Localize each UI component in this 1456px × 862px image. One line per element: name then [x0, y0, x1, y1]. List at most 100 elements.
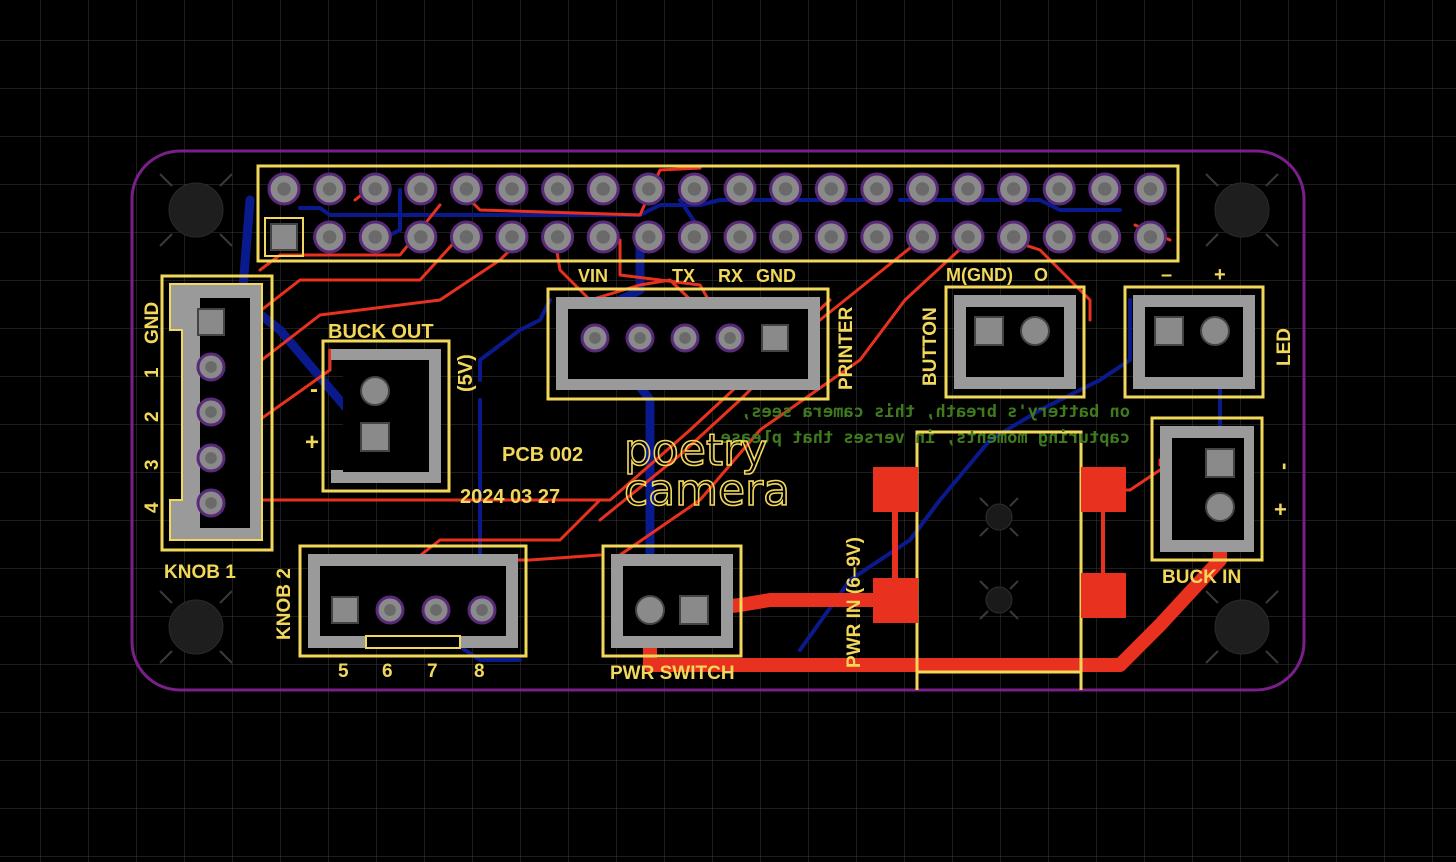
buck-in-pad-square [1205, 448, 1235, 478]
knob1-square-pad [197, 308, 225, 336]
mounting-hole-1-tick-4 [219, 233, 233, 247]
jack-hole-2 [985, 586, 1013, 614]
pwr-in-pad-3 [1081, 467, 1126, 512]
gpio-pin-top-4-hole [414, 182, 428, 196]
gpio-pin-bottom-20-hole [1143, 230, 1158, 244]
gpio-pin-bottom-15-hole [915, 230, 930, 244]
knob2-pad-3-hole [430, 604, 442, 616]
gpio-pin-top-14-hole [870, 182, 884, 196]
gpio-pin-bottom-11-hole [733, 230, 747, 244]
gpio-header-outline [256, 164, 1180, 263]
mounting-hole-2-tick-4 [1265, 233, 1279, 247]
buck-in-connector [1150, 416, 1264, 562]
gpio-pin-top-6-hole [505, 182, 519, 196]
mounting-hole-1-tick-3 [159, 233, 173, 247]
printer-pad-4-hole [724, 332, 736, 344]
knob1-pads [196, 352, 226, 518]
button-pad-round [1020, 316, 1050, 346]
mounting-hole-4-tick-1 [1205, 590, 1219, 604]
label-knob2-pin7: 7 [427, 661, 438, 682]
knob1-pad-1-hole [205, 361, 217, 373]
pwr-switch-pad-round [635, 595, 665, 625]
jack-hole-1-tick-4 [1009, 527, 1019, 537]
button-connector [944, 285, 1086, 399]
buck-out-pad-square [360, 422, 390, 452]
pwr-in-pad-1 [873, 467, 918, 512]
gpio-pin-bottom-13-hole [824, 230, 838, 244]
board-outline [130, 149, 1306, 692]
mounting-hole-1-tick-2 [219, 173, 233, 187]
label-vin: VIN [578, 266, 608, 286]
led-pad-square [1154, 316, 1184, 346]
jack-hole-1-tick-1 [979, 497, 989, 507]
pwr-switch-pad-square [679, 595, 709, 625]
gpio-pin-top-17-hole [1006, 182, 1021, 196]
gpio-pin-top-13-hole [824, 182, 838, 196]
mounting-hole-4-tick-3 [1205, 650, 1219, 664]
gpio-pin-top-10-hole [687, 182, 702, 196]
gpio-pin-top-16-hole [961, 182, 975, 196]
gpio-pin-bottom-6-hole [505, 230, 519, 244]
gpio-pin-bottom-5-hole [459, 230, 474, 244]
buck-out-connector [321, 339, 451, 493]
gpio-pin-bottom-10-hole [687, 230, 702, 244]
label-date: 2024 03 27 [460, 486, 560, 508]
jack-hole-2-tick-2 [1009, 580, 1019, 590]
jack-hole-2-tick-1 [979, 580, 989, 590]
barrel-jack-footprint [873, 430, 1126, 690]
mounting-hole-3-tick-2 [219, 590, 233, 604]
label-buck-in-plus: + [1274, 497, 1287, 522]
gpio-pin-top-11-hole [733, 182, 747, 196]
gpio-pin-bottom-8-hole [596, 230, 610, 244]
knob2-pad-2-hole [384, 604, 396, 616]
knob1-pad-2-hole [205, 406, 217, 418]
logo-line-2: camera [624, 465, 790, 516]
gpio-pin-top-9-hole [642, 182, 656, 196]
gpio-pin-bottom-2-hole [322, 230, 337, 244]
gpio-pin-top-20-hole [1143, 182, 1158, 196]
mounting-hole-3-tick-4 [219, 650, 233, 664]
label-pwr-in: PWR IN (6–9V) [844, 537, 865, 668]
knob1-pad-3-hole [205, 452, 217, 464]
label-pwr-switch: PWR SWITCH [610, 663, 735, 684]
jack-hole-1 [985, 503, 1013, 531]
label-knob2: KNOB 2 [274, 568, 295, 640]
label-led-plus: + [1214, 264, 1226, 286]
label-printer-gnd: GND [756, 266, 796, 286]
mounting-hole-1-tick-1 [159, 173, 173, 187]
label-knob2-pin8: 8 [474, 661, 485, 682]
jack-hole-1-tick-2 [1009, 497, 1019, 507]
gpio-pin-top-18-hole [1052, 182, 1066, 196]
gpio-pin-top-3-hole [368, 182, 382, 196]
label-buck-out-plus: + [305, 429, 319, 456]
gpio-pin-bottom-14-hole [870, 230, 884, 244]
button-pad-square [974, 316, 1004, 346]
gpio-pin-bottom-4-hole [414, 230, 428, 244]
printer-pad-1-hole [589, 332, 601, 344]
mounting-hole-2 [1214, 182, 1270, 238]
printer-pad-5 [761, 324, 789, 352]
label-buck-out-minus: - [310, 376, 318, 403]
label-knob1-pin2: 2 [142, 411, 163, 422]
gpio-pin-bottom-18-hole [1052, 230, 1066, 244]
label-gnd: GND [142, 302, 163, 344]
label-led: LED [1274, 328, 1295, 366]
printer-pad-3-hole [679, 332, 691, 344]
gpio-pin-bottom-9-hole [642, 230, 656, 244]
mounting-hole-4 [1214, 599, 1270, 655]
pwr-in-pad-2 [873, 578, 918, 623]
mounting-hole-1 [168, 182, 224, 238]
pwr-switch-connector [601, 544, 743, 658]
gpio-pin-top-12-hole [778, 182, 793, 196]
gpio-header-pins [264, 172, 1167, 257]
label-knob1-pin3: 3 [142, 459, 163, 470]
gpio-pin-bottom-1 [270, 223, 298, 251]
gpio-pin-bottom-16-hole [961, 230, 975, 244]
buck-in-pad-round [1205, 492, 1235, 522]
label-knob2-pin6: 6 [382, 661, 393, 682]
mounting-hole-4-tick-2 [1265, 590, 1279, 604]
gpio-pin-1-marker [264, 217, 304, 257]
jack-hole-2-tick-4 [1009, 610, 1019, 620]
label-o: O [1034, 265, 1048, 285]
back-line-1: on battery's breath, this camera sees, [741, 402, 1130, 422]
